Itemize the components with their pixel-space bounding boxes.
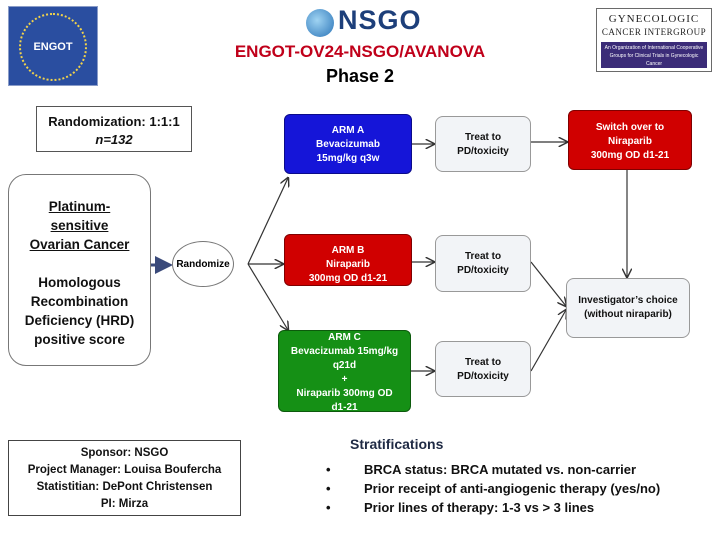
stratifications-list: • BRCA status: BRCA mutated vs. non-carri… bbox=[324, 460, 714, 517]
stratification-text: Prior lines of therapy: 1-3 vs > 3 lines bbox=[364, 500, 595, 515]
arm-c-box: ARM C Bevacizumab 15mg/kg q21d + Nirapar… bbox=[278, 330, 411, 413]
sample-size: n=132 bbox=[95, 132, 133, 147]
star-ring-icon bbox=[19, 13, 87, 81]
arm-b-drug: Niraparib bbox=[326, 259, 370, 270]
arm-a-box: ARM A Bevacizumab 15mg/kg q3w bbox=[284, 114, 412, 174]
gci-logo-tagline: An Organization of International Coopera… bbox=[601, 42, 707, 68]
population-line: sensitive bbox=[50, 218, 109, 233]
population-line: Recombination bbox=[30, 294, 129, 309]
arm-a-label: ARM A bbox=[331, 125, 365, 136]
switch-over-box: Switch over to Niraparib 300mg OD d1-21 bbox=[568, 110, 692, 170]
statistician: Statistitian: DePont Christensen bbox=[36, 481, 213, 493]
arm-b-label: ARM B bbox=[331, 245, 365, 256]
arm-a-drug: Bevacizumab bbox=[316, 139, 380, 150]
trial-phase: Phase 2 bbox=[325, 66, 395, 86]
principal-investigator: PI: Mirza bbox=[100, 498, 149, 510]
treat-box-b: Treat to PD/toxicity bbox=[435, 235, 531, 292]
arm-c-drug2: Niraparib 300mg OD bbox=[296, 388, 393, 399]
arm-c-schedule: q21d bbox=[332, 360, 357, 371]
arrow-to-arm-c bbox=[247, 263, 288, 330]
stratification-text: Prior receipt of anti-angiogenic therapy… bbox=[364, 481, 661, 496]
arrow-to-arm-a bbox=[247, 178, 288, 265]
bullet-icon: • bbox=[326, 462, 331, 477]
project-manager: Project Manager: Louisa Boufercha bbox=[27, 464, 222, 476]
population-box: Platinum- sensitive Ovarian Cancer Homol… bbox=[8, 174, 151, 366]
stratifications-title: Stratifications bbox=[350, 436, 444, 452]
bullet-icon: • bbox=[326, 481, 331, 496]
arm-c-days: d1-21 bbox=[331, 402, 358, 413]
investigator-note: (without niraparib) bbox=[584, 309, 672, 320]
arm-c-plus: + bbox=[341, 374, 348, 385]
arm-a-dose: 15mg/kg q3w bbox=[316, 153, 380, 164]
bullet-icon: • bbox=[326, 500, 331, 515]
treat-endpoint: PD/toxicity bbox=[457, 146, 509, 157]
treat-label: Treat to bbox=[464, 357, 502, 368]
investigator-label: Investigator’s choice bbox=[578, 295, 678, 306]
engot-logo-text: ENGOT bbox=[33, 41, 73, 53]
randomize-node: Randomize bbox=[172, 241, 234, 287]
switch-drug: Niraparib bbox=[608, 136, 652, 147]
arrow-treat2-investigator bbox=[530, 261, 566, 306]
arm-b-dose: 300mg OD d1-21 bbox=[308, 273, 388, 284]
gci-logo-line2: CANCER INTERGROUP bbox=[601, 27, 707, 37]
switch-label: Switch over to bbox=[595, 122, 665, 133]
sponsor-name: Sponsor: NSGO bbox=[80, 447, 169, 459]
treat-box-a: Treat to PD/toxicity bbox=[435, 116, 531, 172]
treat-label: Treat to bbox=[464, 251, 502, 262]
investigator-choice-box: Investigator’s choice (without niraparib… bbox=[566, 278, 690, 338]
arm-c-drug1: Bevacizumab 15mg/kg bbox=[290, 346, 399, 357]
population-line: Homologous bbox=[38, 275, 121, 290]
population-line: Deficiency (HRD) bbox=[24, 313, 135, 328]
list-item: • Prior lines of therapy: 1-3 vs > 3 line… bbox=[324, 498, 714, 517]
population-line: Platinum- bbox=[48, 199, 111, 214]
gci-logo: GYNECOLOGIC CANCER INTERGROUP An Organiz… bbox=[596, 8, 712, 72]
randomization-box: Randomization: 1:1:1 n=132 bbox=[36, 106, 192, 152]
list-item: • Prior receipt of anti-angiogenic therap… bbox=[324, 479, 714, 498]
trial-title: ENGOT-OV24-NSGO/AVANOVA bbox=[234, 42, 486, 61]
globe-icon bbox=[306, 9, 334, 37]
treat-label: Treat to bbox=[464, 132, 502, 143]
sponsor-box: Sponsor: NSGO Project Manager: Louisa Bo… bbox=[8, 440, 241, 516]
treat-endpoint: PD/toxicity bbox=[457, 371, 509, 382]
stratification-text: BRCA status: BRCA mutated vs. non-carrie… bbox=[364, 462, 637, 477]
arrow-treat3-investigator bbox=[530, 310, 566, 372]
nsgo-logo: NSGO bbox=[338, 5, 422, 35]
population-line: Ovarian Cancer bbox=[29, 237, 130, 252]
switch-dose: 300mg OD d1-21 bbox=[590, 150, 670, 161]
arm-b-box: ARM B Niraparib 300mg OD d1-21 bbox=[284, 234, 412, 286]
treat-box-c: Treat to PD/toxicity bbox=[435, 341, 531, 397]
randomization-ratio: Randomization: 1:1:1 bbox=[48, 114, 180, 129]
list-item: • BRCA status: BRCA mutated vs. non-carri… bbox=[324, 460, 714, 479]
arm-c-label: ARM C bbox=[328, 332, 361, 343]
population-line: positive score bbox=[34, 332, 125, 347]
gci-logo-line1: GYNECOLOGIC bbox=[608, 13, 700, 25]
treat-endpoint: PD/toxicity bbox=[457, 265, 509, 276]
engot-logo: ENGOT bbox=[8, 6, 98, 86]
